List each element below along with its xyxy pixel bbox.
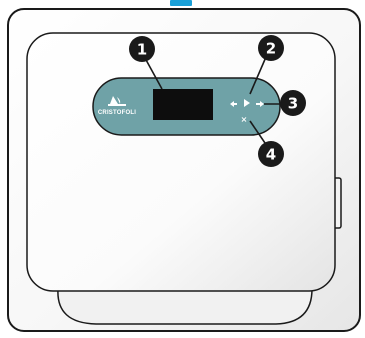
callout-1: 1 <box>129 36 155 62</box>
display-screen <box>153 89 213 120</box>
triangle-right-icon[interactable] <box>244 99 250 107</box>
front-door <box>26 32 336 292</box>
svg-text:4: 4 <box>266 146 276 164</box>
top-accent-mark <box>170 0 192 6</box>
callout-2: 2 <box>258 35 284 61</box>
arrow-right-icon[interactable] <box>256 101 264 107</box>
brand-name: CRISTOFOLI <box>98 110 136 116</box>
device-base <box>57 288 313 325</box>
arrow-left-icon[interactable] <box>230 101 237 107</box>
cristofoli-logo-icon <box>108 96 126 106</box>
x-icon[interactable]: × <box>241 115 248 124</box>
callout-line-4 <box>249 120 266 144</box>
callout-line-1 <box>144 57 163 90</box>
callout-3: 3 <box>280 90 306 116</box>
callout-line-2 <box>249 56 267 95</box>
svg-text:3: 3 <box>288 95 298 113</box>
svg-text:2: 2 <box>266 40 276 58</box>
svg-text:1: 1 <box>137 41 147 59</box>
callout-4: 4 <box>258 141 284 167</box>
